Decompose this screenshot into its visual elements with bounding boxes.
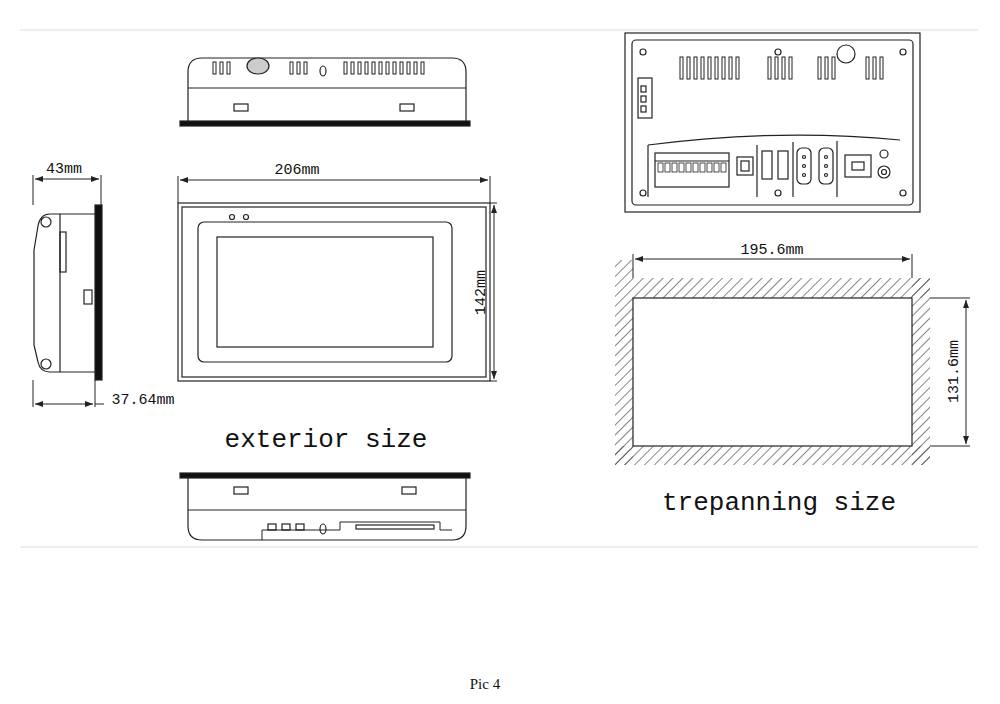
- trepanning-cutout: [615, 260, 930, 465]
- page-rules: [20, 30, 978, 547]
- front-view: [178, 203, 490, 381]
- view-title: exterior size: [225, 427, 428, 453]
- side-view: [34, 205, 102, 380]
- figure-caption: Pic 4: [470, 677, 500, 692]
- back-view: [625, 33, 920, 212]
- dimension-label: 206mm: [274, 163, 319, 178]
- dimension-label: 131.6mm: [947, 339, 962, 402]
- dimension-label: 43mm: [46, 162, 82, 177]
- dimension-label: 195.6mm: [740, 243, 803, 258]
- view-title: trepanning size: [662, 490, 896, 516]
- bottom-view: [180, 473, 470, 540]
- dimension-label: 142mm: [474, 269, 489, 314]
- dimension-lines: [33, 175, 970, 446]
- dimension-label: 37.64mm: [111, 393, 174, 408]
- top-view: [180, 58, 470, 126]
